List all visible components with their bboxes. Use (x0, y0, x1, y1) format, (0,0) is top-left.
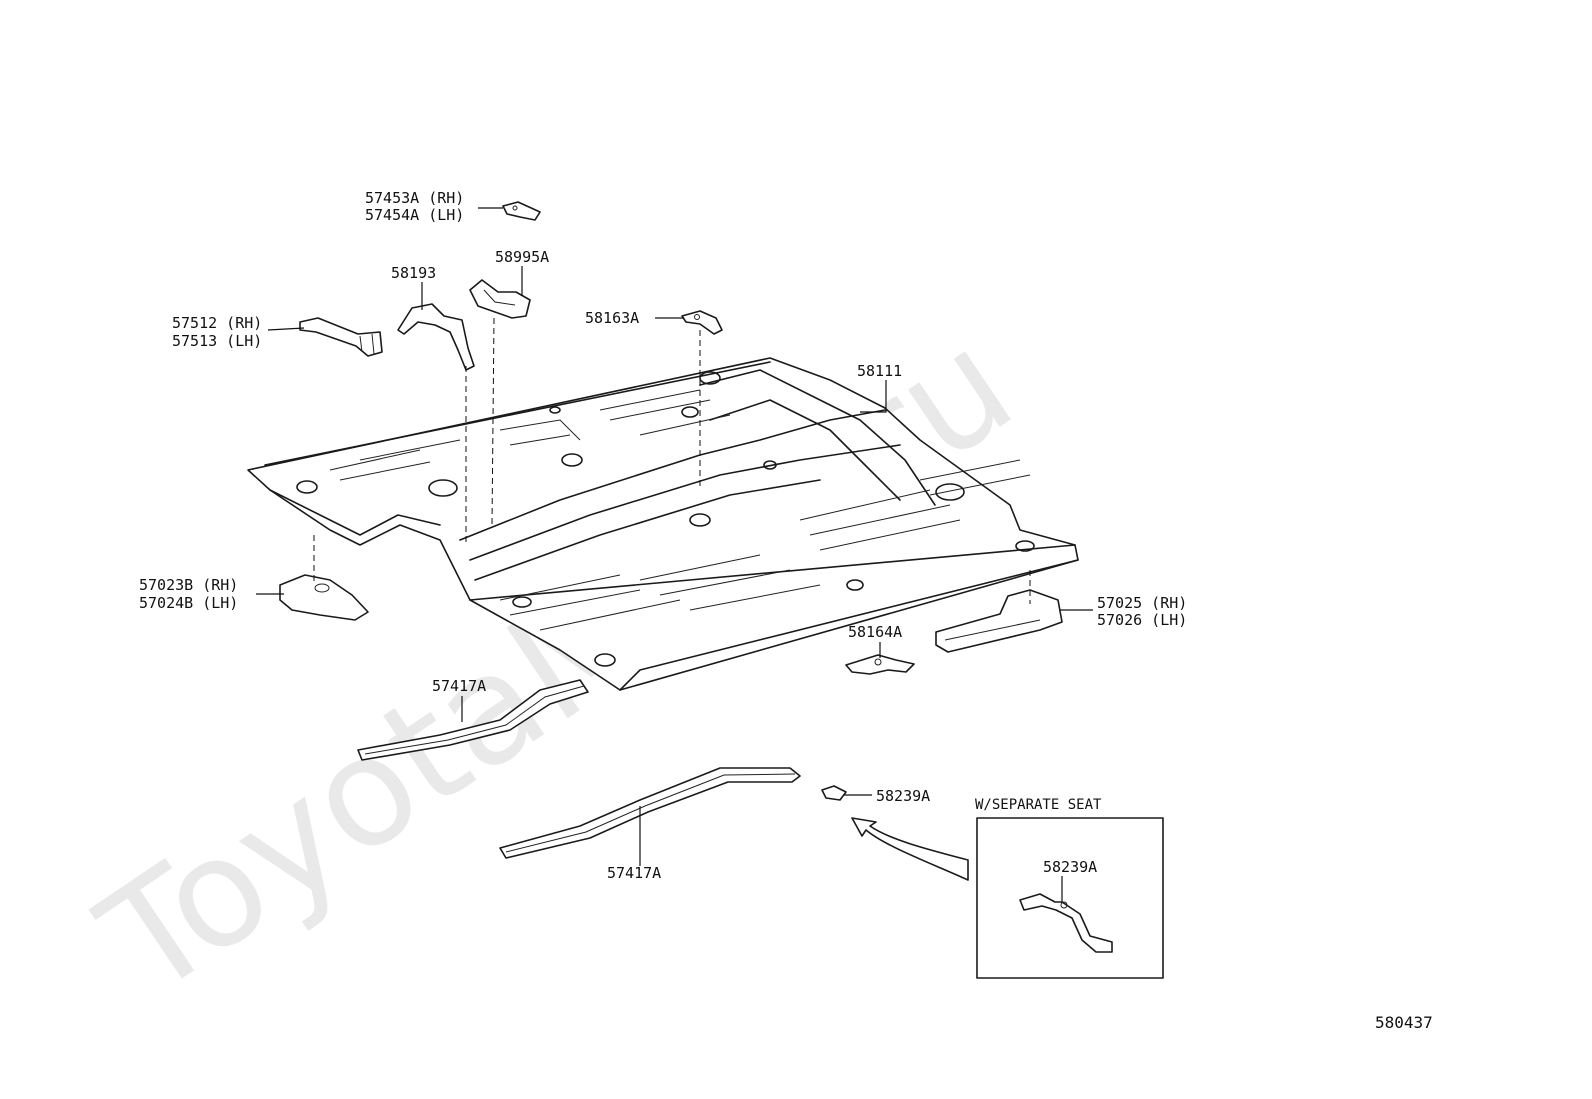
part-57023b-bracket (279, 574, 369, 621)
floor-pan-58111 (247, 357, 1079, 691)
label-57453a: 57453A (RH) (365, 189, 464, 207)
part-57025-reinforcement (935, 589, 1063, 653)
part-58163a-bracket (681, 310, 723, 335)
part-57417a-bottom-crossmember (499, 767, 801, 859)
part-58164a-bracket (845, 654, 915, 675)
leader-58111 (860, 380, 887, 413)
leader-57512 (267, 327, 305, 331)
label-58239a: 58239A (876, 787, 930, 805)
dash-58995a (491, 317, 495, 526)
label-58163a: 58163A (585, 309, 639, 327)
part-58193-bracket (397, 303, 475, 371)
part-58239a-inset-bracket (1019, 893, 1113, 953)
label-57024b: 57024B (LH) (139, 594, 238, 612)
label-58239a-inset: 58239A (1043, 858, 1097, 876)
label-57417a-top: 57417A (432, 677, 486, 695)
label-57454a: 57454A (LH) (365, 206, 464, 224)
label-58111: 58111 (857, 362, 902, 380)
label-57512: 57512 (RH) (172, 314, 262, 332)
inset-box (976, 817, 1164, 979)
label-57023b: 57023B (RH) (139, 576, 238, 594)
part-57417a-top-crossmember (357, 679, 589, 761)
inset-caption: W/SEPARATE SEAT (975, 797, 1102, 813)
label-58193: 58193 (391, 264, 436, 282)
label-57417a-bottom: 57417A (607, 864, 661, 882)
part-57512-reinforcement (299, 317, 383, 357)
label-58164a: 58164A (848, 623, 902, 641)
figure-number: 580437 (1375, 1013, 1433, 1032)
part-58995a-bracket (469, 279, 531, 319)
part-57453a-bracket (502, 201, 541, 221)
label-57026: 57026 (LH) (1097, 611, 1187, 629)
label-58995a: 58995A (495, 248, 549, 266)
part-58239a-plate (821, 785, 847, 801)
label-57025: 57025 (RH) (1097, 594, 1187, 612)
arrow-to-inset (851, 817, 969, 881)
label-57513: 57513 (LH) (172, 332, 262, 350)
